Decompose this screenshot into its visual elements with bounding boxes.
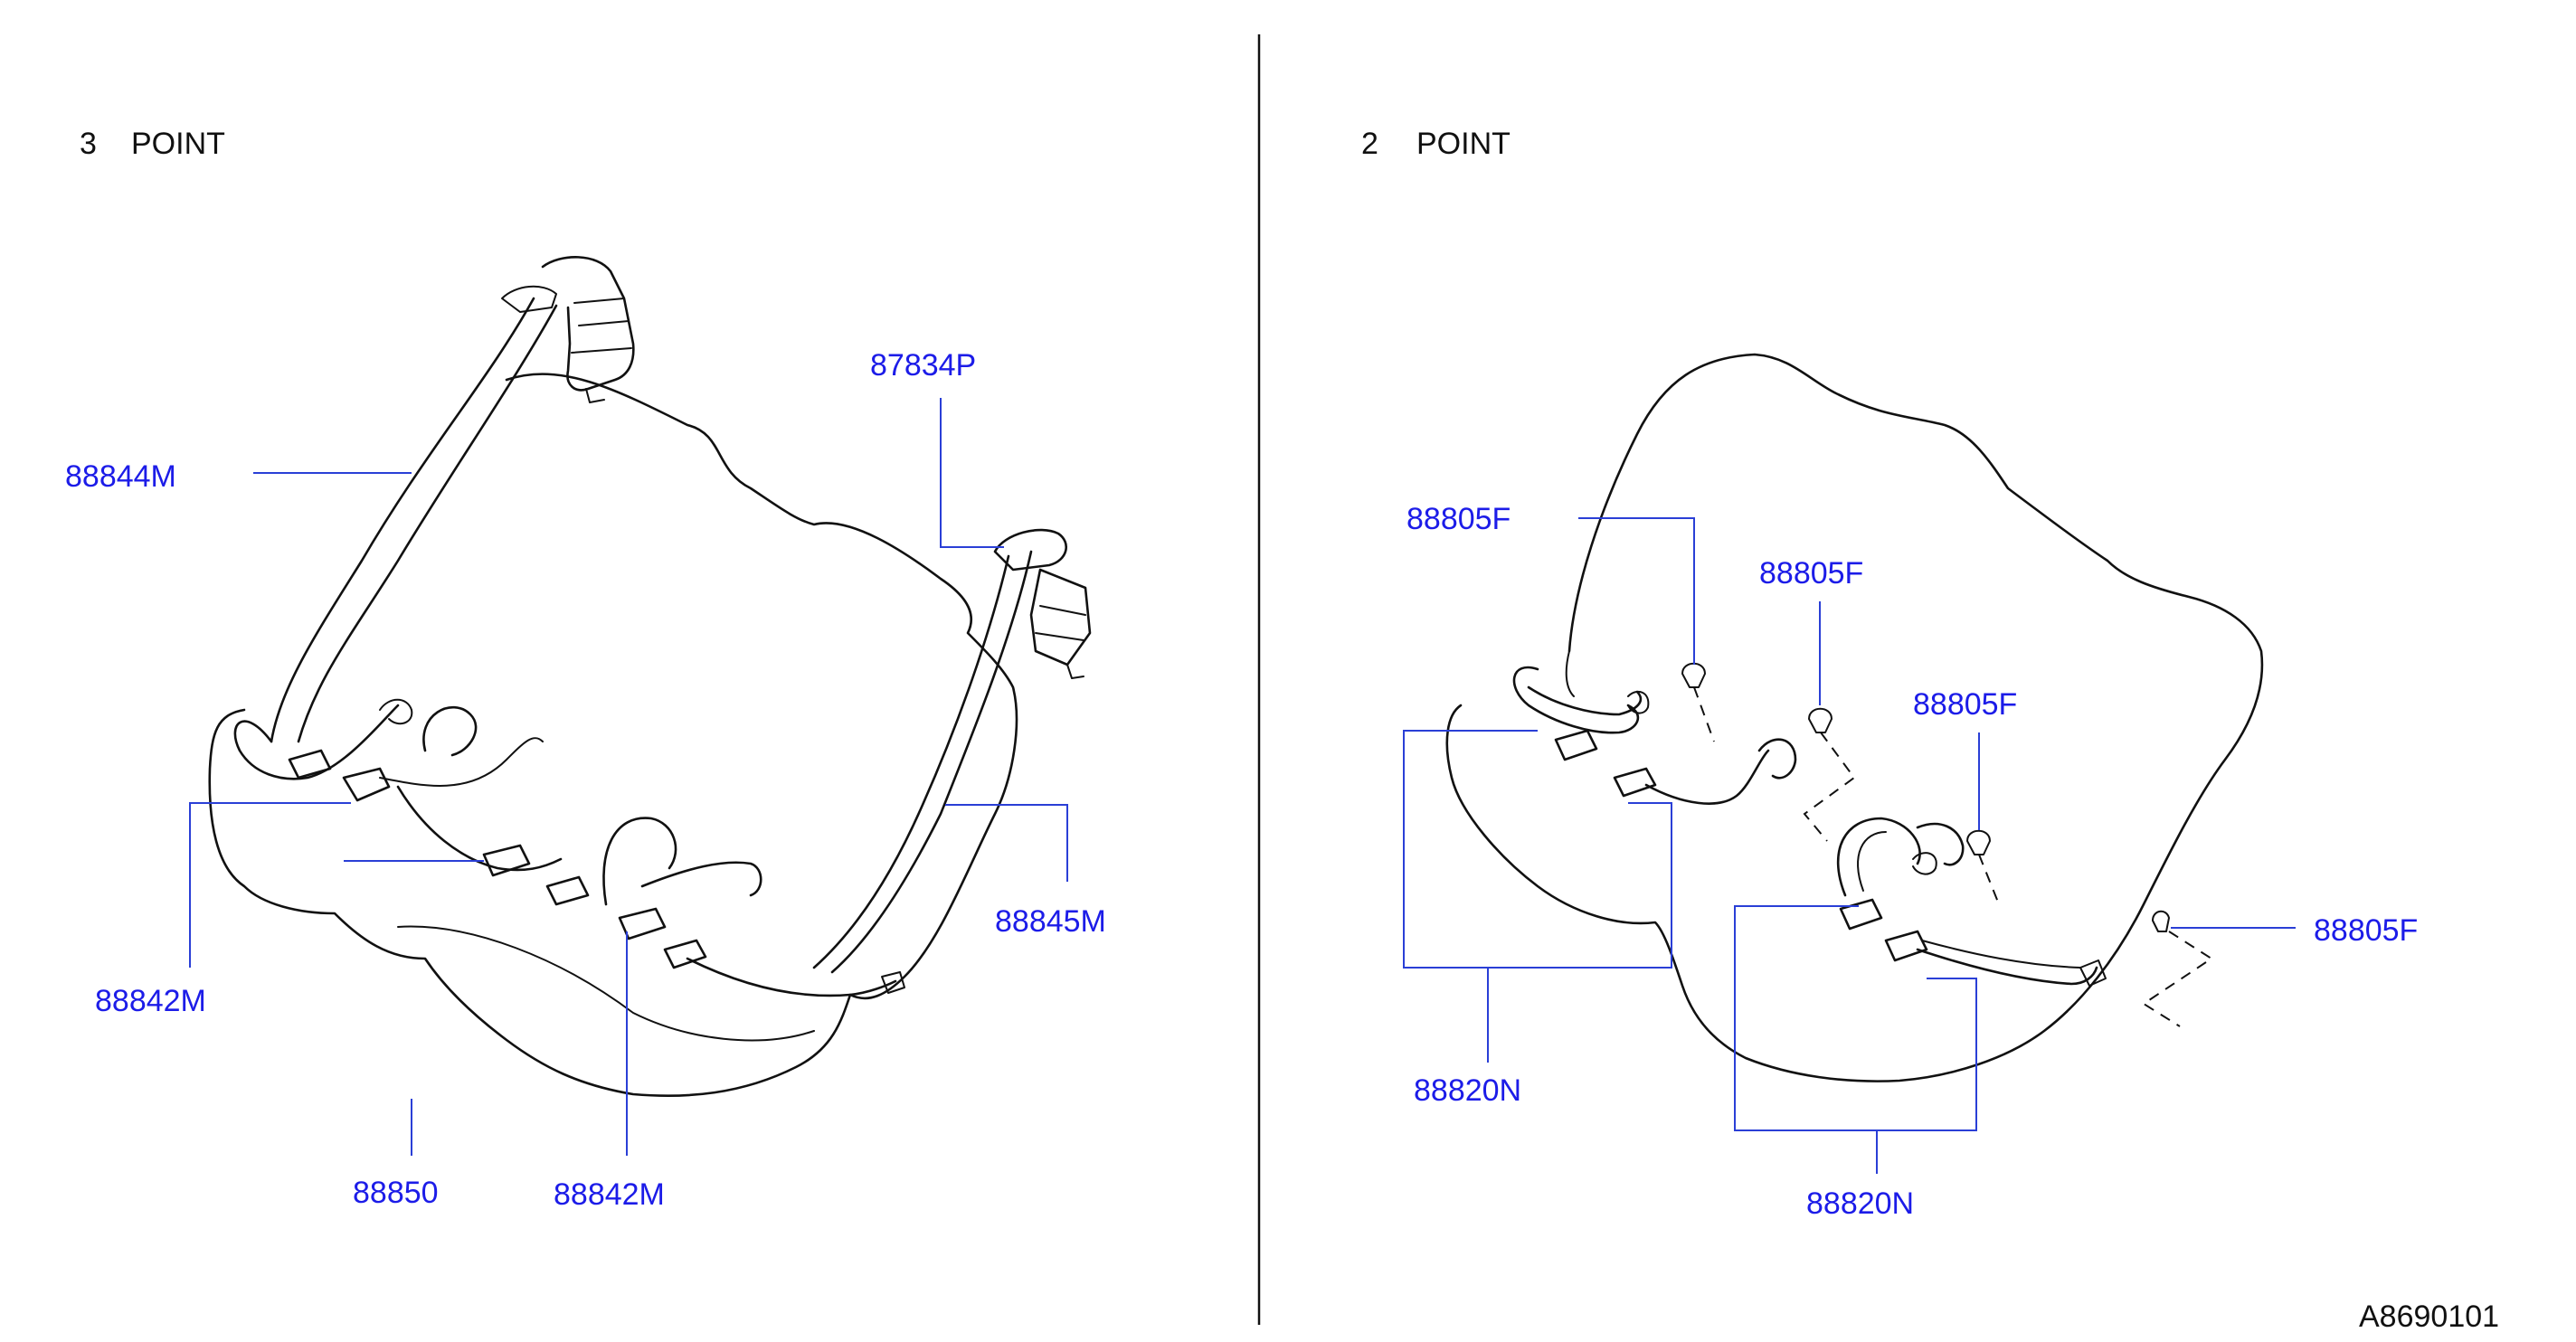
- right-lap-belt-2pt: [1916, 948, 2098, 986]
- leader-87834P: [940, 398, 1004, 548]
- three-point-panel: 3 POINT: [80, 127, 1092, 1097]
- right-belt-loop-2pt: [1836, 817, 1921, 897]
- callout-88805F-c: 88805F: [1913, 687, 2017, 722]
- callout-88820N-b: 88820N: [1806, 1186, 1914, 1221]
- reference-code: A8690101: [2359, 1299, 2499, 1334]
- left-buckle-88842M: [342, 767, 391, 802]
- leader-88842M-a: [189, 802, 351, 968]
- callout-88820N-a: 88820N: [1414, 1073, 1521, 1108]
- right-belt-loop-inner-2pt: [1857, 831, 1887, 892]
- left-lap-belt-strap-2pt: [1527, 685, 1643, 716]
- left-leaders: [189, 398, 1068, 1156]
- right-lap-belt-edge-2pt: [1921, 940, 2081, 969]
- dash-88805F-c: [1978, 854, 2000, 905]
- clip-88805F-c: [1966, 829, 1991, 855]
- left-anchor-2pt: [1627, 690, 1650, 714]
- leader-88820N-b: [1734, 905, 1977, 1131]
- leader-88820N-a: [1403, 730, 1672, 969]
- right-heading-text: POINT: [1416, 127, 1511, 161]
- right-shoulder-belt: [830, 550, 1033, 974]
- center-buckle-2pt: [1613, 767, 1657, 798]
- left-tongue-2pt: [1554, 729, 1598, 761]
- center-buckle-88850: [482, 844, 531, 877]
- callout-88842M-b: 88842M: [554, 1177, 665, 1212]
- callout-88845M: 88845M: [995, 904, 1106, 939]
- callout-87834P: 87834P: [870, 348, 976, 383]
- left-buckle-strap: [379, 737, 544, 787]
- callout-88842M-a: 88842M: [95, 984, 206, 1018]
- dash-88805F-a: [1693, 686, 1715, 742]
- center-belt-loop-2pt: [1757, 738, 1797, 780]
- right-buckle-88842M: [618, 907, 667, 940]
- right-upper-guide-87834P: [993, 528, 1067, 572]
- seatback-lower-edge: [397, 925, 815, 1042]
- right-retractor-detail: [1035, 605, 1086, 679]
- callout-88805F-b: 88805F: [1759, 556, 1863, 591]
- callout-88805F-d: 88805F: [2314, 913, 2418, 948]
- center-buckle-strap-2pt: [1644, 749, 1770, 805]
- left-anchor-bolt: [379, 698, 413, 725]
- right-shoulder-belt-edge: [812, 554, 1010, 969]
- two-point-panel: 2 POINT: [1361, 127, 2264, 1082]
- right-buckle-2pt: [1839, 898, 1883, 931]
- left-heading-number: 3: [80, 127, 97, 161]
- left-retractor: [541, 256, 635, 392]
- dash-88805F-b: [1803, 732, 1856, 842]
- left-retractor-body: [571, 298, 632, 403]
- rear-seat-outline: [1445, 353, 2264, 1082]
- dash-88805F-d: [2142, 931, 2213, 1027]
- clip-88805F-a: [1681, 662, 1706, 688]
- right-retractor: [1029, 568, 1092, 666]
- clip-88805F-d: [2152, 910, 2170, 932]
- right-tongue-2pt: [1884, 930, 1928, 962]
- left-lap-belt-loop: [233, 704, 400, 780]
- leader-88845M: [945, 804, 1068, 882]
- right-end-anchor-2pt: [2079, 959, 2107, 987]
- center-buckle-88850-b: [545, 875, 590, 906]
- right-anchor-bolt: [881, 971, 905, 994]
- left-upper-guide: [501, 285, 557, 313]
- callout-88805F-a: 88805F: [1406, 502, 1511, 536]
- left-heading-text: POINT: [131, 127, 225, 161]
- leader-88805F-a: [1578, 517, 1695, 665]
- clip-88805F-b: [1808, 707, 1833, 733]
- right-belt-loop: [602, 817, 677, 906]
- center-belt-strap: [396, 785, 563, 872]
- right-leaders: [1403, 517, 2296, 1174]
- seat-front-edge: [1565, 650, 1575, 697]
- left-shoulder-belt-edge: [297, 304, 558, 743]
- right-callouts: 88805F 88805F 88805F 88805F 88820N 88820…: [1406, 502, 2418, 1221]
- right-anchor-2pt: [1912, 852, 1937, 875]
- right-belt-loop-2: [640, 861, 762, 897]
- right-belt-strap-2pt: [1916, 822, 1965, 866]
- left-tongue-plate: [288, 749, 332, 780]
- callout-88844M: 88844M: [65, 459, 176, 494]
- right-tongue-plate: [663, 939, 707, 969]
- callout-88850: 88850: [353, 1176, 439, 1210]
- rear-seatback-outline: [208, 373, 1018, 1097]
- right-heading-number: 2: [1361, 127, 1378, 161]
- left-shoulder-belt: [270, 297, 535, 743]
- left-callouts: 87834P 88844M 88842M 88845M 88850 88842M: [65, 348, 1106, 1212]
- center-belt-loop: [422, 705, 478, 757]
- right-lap-belt: [686, 957, 897, 997]
- left-lap-belt-loop-2pt: [1512, 666, 1640, 734]
